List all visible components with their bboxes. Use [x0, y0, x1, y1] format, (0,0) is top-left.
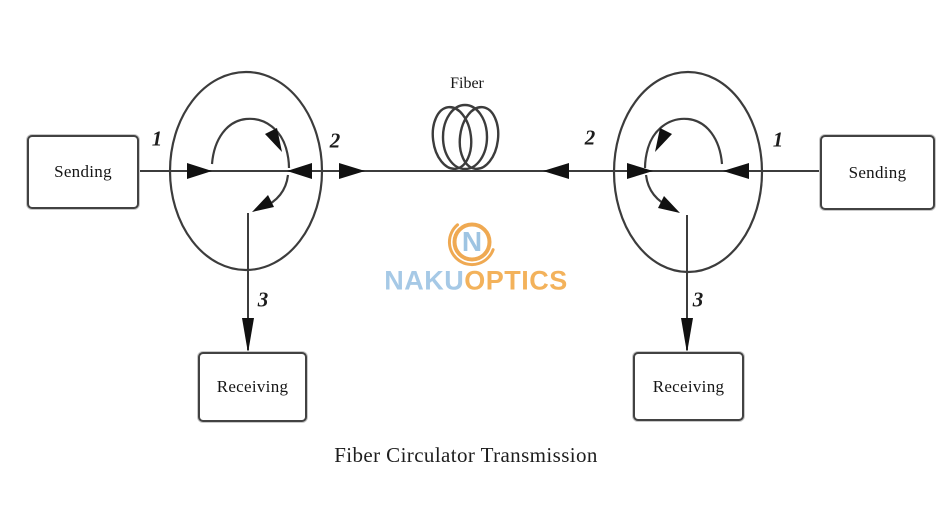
port-label-left-1: 1: [151, 126, 163, 151]
arrow-right-icon: [187, 163, 212, 179]
logo-wordmark: NAKUOPTICS: [384, 266, 568, 297]
logo-ring-icon: [447, 222, 495, 267]
port-label-right-1: 1: [772, 127, 784, 152]
arrow-down-right-icon: [658, 196, 680, 213]
sending-label-right: Sending: [848, 162, 907, 182]
arrow-down-left-icon: [252, 195, 274, 212]
port-label-left-3: 3: [257, 287, 269, 312]
arrow-down-icon: [242, 318, 254, 353]
arrow-left-icon: [287, 163, 312, 179]
arrow-to-fiber-right-icon: [543, 163, 569, 179]
fiber-coil-icon: [431, 103, 500, 171]
arrow-left-icon: [723, 163, 749, 179]
sending-box-right: Sending: [820, 135, 935, 210]
fiber-coil-label: Fiber: [450, 75, 484, 92]
logo-wordmark-orange: OPTICS: [464, 265, 568, 296]
arrow-right-icon: [627, 163, 653, 179]
port-label-right-3: 3: [692, 287, 704, 312]
sending-label-left: Sending: [54, 162, 112, 181]
receiving-label-right: Receiving: [652, 376, 725, 396]
circulator-right-rotation-arc: [643, 117, 724, 169]
logo-monogram: N: [461, 226, 483, 257]
port-label-right-2: 2: [584, 125, 596, 150]
circulator-left-rotation-arc: [210, 117, 291, 169]
arrow-counterclockwise-icon: [655, 128, 672, 152]
arrow-down-icon: [681, 318, 693, 353]
receiving-box-right: Receiving: [633, 352, 744, 421]
receiving-label-left: Receiving: [216, 377, 289, 396]
circulator-left-body: [168, 70, 324, 272]
arrow-to-fiber-left-icon: [339, 163, 365, 179]
sending-box-left: Sending: [27, 135, 139, 209]
arrow-clockwise-icon: [265, 128, 282, 152]
port-label-left-2: 2: [329, 128, 341, 153]
receiving-box-left: Receiving: [198, 352, 307, 422]
logo-wordmark-blue: NAKU: [384, 265, 465, 296]
diagram-caption: Fiber Circulator Transmission: [334, 443, 598, 467]
